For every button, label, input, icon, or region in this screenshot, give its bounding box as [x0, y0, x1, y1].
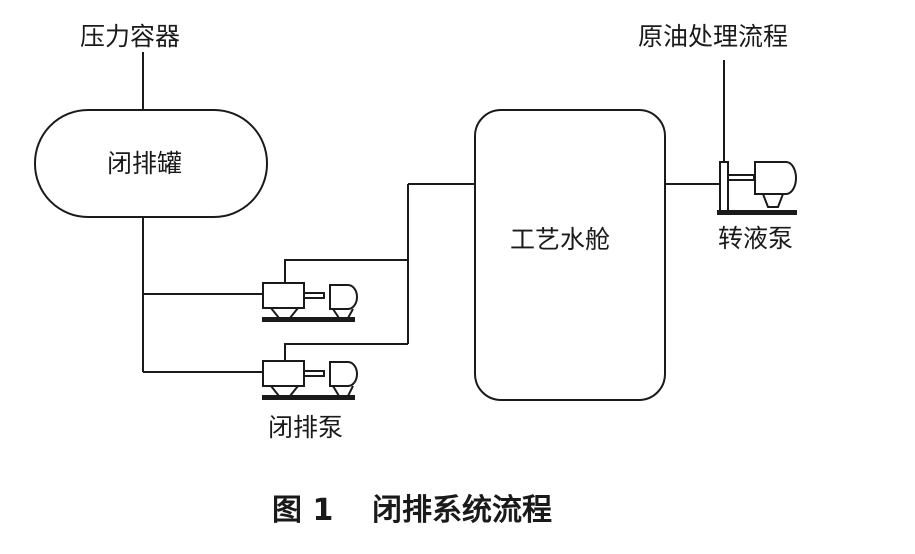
closed-drain-pump-label: 闭排泵	[268, 413, 343, 442]
closed-drain-pump-upper	[262, 282, 358, 322]
pressure-vessel-label: 压力容器	[80, 22, 180, 51]
pump-discharge-piping	[284, 183, 475, 361]
process-water-tank	[474, 109, 666, 401]
tank-outlet-piping	[142, 217, 263, 373]
crude-process-label: 原油处理流程	[638, 22, 788, 51]
process-water-tank-label: 工艺水舱	[510, 225, 610, 254]
transfer-pump	[717, 161, 797, 215]
closed-drain-tank	[34, 109, 268, 218]
closed-drain-tank-label: 闭排罐	[107, 149, 182, 178]
figure-number: 图 1	[272, 493, 333, 528]
closed-drain-pump-lower	[262, 360, 358, 400]
figure-title: 闭排系统流程	[372, 493, 552, 528]
transfer-pump-label: 转液泵	[718, 224, 793, 253]
